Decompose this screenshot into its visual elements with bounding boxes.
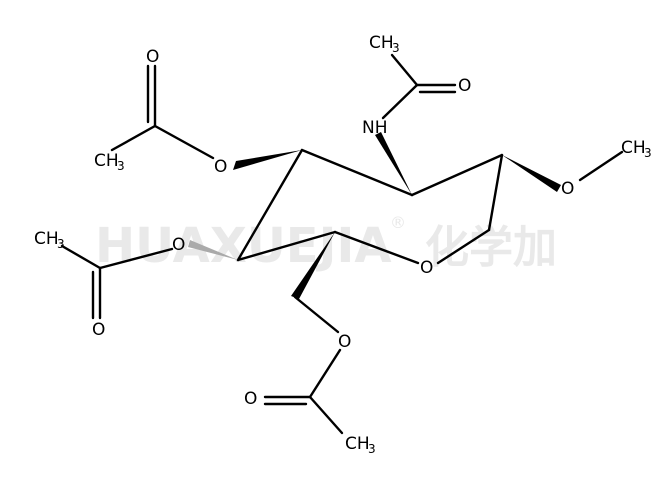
ch3-left-lower-label: CH xyxy=(34,229,59,249)
wedge-bond-c5-c6 xyxy=(291,232,335,299)
ester-oxygen-c4-label: O xyxy=(172,235,185,255)
watermark-chinese-text: 化学加 xyxy=(425,222,557,273)
acetoxy-c3-group: O CH 3 O xyxy=(94,47,302,177)
bond-o-ch3 xyxy=(578,150,624,182)
bond-carbonyl-ch3-c3 xyxy=(110,124,157,152)
bond-c6-o xyxy=(293,295,340,334)
carbonyl-oxygen-topleft-label: O xyxy=(146,47,159,67)
ch3-left-lower-subscript: 3 xyxy=(57,237,65,251)
bond-o-carbonyl-c6 xyxy=(308,348,342,399)
ch3-bottom-label: CH xyxy=(345,434,370,454)
wedge-bond-c3-o xyxy=(233,150,302,170)
acetoxymethyl-c6-group: O O CH 3 xyxy=(244,232,376,456)
carbonyl-oxygen-left-label: O xyxy=(92,320,105,340)
hashed-bond-c4-o xyxy=(188,240,238,260)
acetamido-group: CH 3 O NH xyxy=(362,33,471,195)
ch3-top-subscript: 3 xyxy=(392,41,400,55)
ch3-left-upper-label: CH xyxy=(94,151,119,171)
ch3-right-subscript: 3 xyxy=(644,146,652,160)
methoxy-group: O CH 3 xyxy=(502,138,652,199)
bond-carbonyl-ch3 xyxy=(390,53,419,87)
carbonyl-oxygen-bottom-label: O xyxy=(244,389,257,409)
bond-c4-c3 xyxy=(236,148,304,262)
methoxy-oxygen-label: O xyxy=(561,179,574,199)
watermark-registered-mark: ® xyxy=(390,213,406,232)
bond-o-carbonyl-c4 xyxy=(98,247,174,270)
bond-o-carbonyl-c3 xyxy=(153,124,215,160)
watermark: HUAXUEJIA ® 化学加 xyxy=(95,213,557,274)
bond-to-ring-oxygen xyxy=(436,228,491,265)
ch3-left-upper-subscript: 3 xyxy=(117,159,125,173)
hashed-bond-c2-n xyxy=(375,132,412,195)
ester-oxygen-c3-label: O xyxy=(214,157,227,177)
wedge-bond-c1-o xyxy=(502,155,561,192)
ch3-bottom-subscript: 3 xyxy=(368,442,376,456)
ch3-top-label: CH xyxy=(369,33,394,53)
ch3-right-label: CH xyxy=(621,138,646,158)
bond-c1-c5side xyxy=(487,153,504,232)
acetoxy-c4-group: CH 3 O O xyxy=(34,229,238,340)
bond-n-carbonyl xyxy=(381,83,419,120)
bond-c5-c4 xyxy=(236,230,337,262)
bond-ring-oxygen-c5 xyxy=(333,230,420,265)
bond-carbonyl-ch3-c4 xyxy=(60,244,102,270)
amide-oxygen-label: O xyxy=(458,76,471,96)
bond-c3-c2 xyxy=(300,148,414,197)
nh-label: NH xyxy=(362,118,388,138)
ester-oxygen-c6-label: O xyxy=(338,332,351,352)
ring-bonds xyxy=(236,148,504,265)
watermark-text: HUAXUEJIA xyxy=(95,218,391,274)
bond-c2-c1 xyxy=(410,153,504,197)
bond-carbonyl-ch3-c6 xyxy=(308,395,344,435)
ring-oxygen-label: O xyxy=(420,258,433,278)
